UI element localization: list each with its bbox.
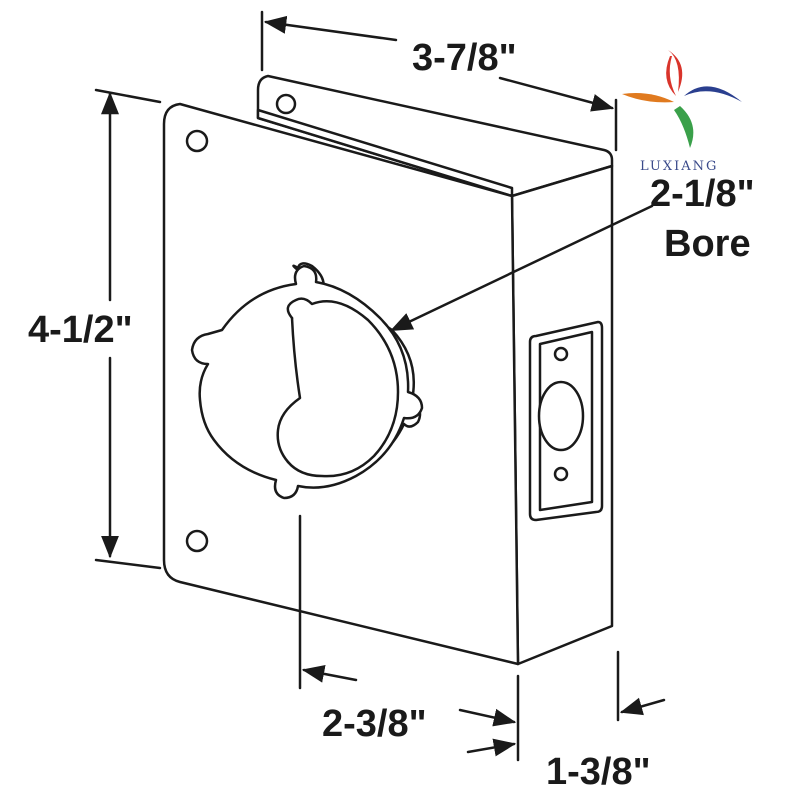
width-dimension-label: 3-7/8" xyxy=(412,37,517,79)
ext-line-left-top xyxy=(94,88,162,104)
front-plate-hole-top xyxy=(185,129,209,153)
logo-blue-swoosh xyxy=(684,86,742,102)
bore-inner-rim xyxy=(286,297,400,478)
backset-arrow-lower xyxy=(466,738,517,757)
bore-leader-arrow xyxy=(389,204,654,332)
logo-brand-name: LUXIANG xyxy=(640,159,718,174)
front-plate-hole-bottom xyxy=(185,529,209,553)
width-arrow-right xyxy=(498,76,615,112)
box-top-edge xyxy=(256,108,514,198)
logo-red-swoosh-2 xyxy=(668,50,683,92)
backset-arrow-left xyxy=(301,664,358,683)
logo-red-swoosh xyxy=(666,56,676,96)
thickness-arrow xyxy=(619,697,666,716)
logo-orange-swoosh xyxy=(622,93,674,103)
backset-arrow-right xyxy=(458,708,517,727)
bore-front-outline xyxy=(190,264,424,500)
strike-screw-bottom xyxy=(553,466,569,482)
backset-dimension-label: 2-3/8" xyxy=(322,703,427,745)
strike-plate-inner xyxy=(538,330,594,512)
strike-screw-top xyxy=(553,346,569,362)
bore-word-label: Bore xyxy=(664,223,751,265)
brand-logo: LUXIANG xyxy=(622,50,742,174)
thickness-dimension-label: 1-3/8" xyxy=(546,751,651,793)
height-dimension-label: 4-1/2" xyxy=(28,309,133,351)
bore-inner-rim-tab xyxy=(276,316,302,464)
strike-bolt-hole xyxy=(537,380,585,452)
width-arrow-left xyxy=(263,15,398,42)
back-flange-hole xyxy=(275,93,297,115)
ext-line-left-bottom xyxy=(94,558,162,570)
logo-green-swoosh xyxy=(674,106,694,148)
bore-size-label: 2-1/8" xyxy=(650,173,755,215)
